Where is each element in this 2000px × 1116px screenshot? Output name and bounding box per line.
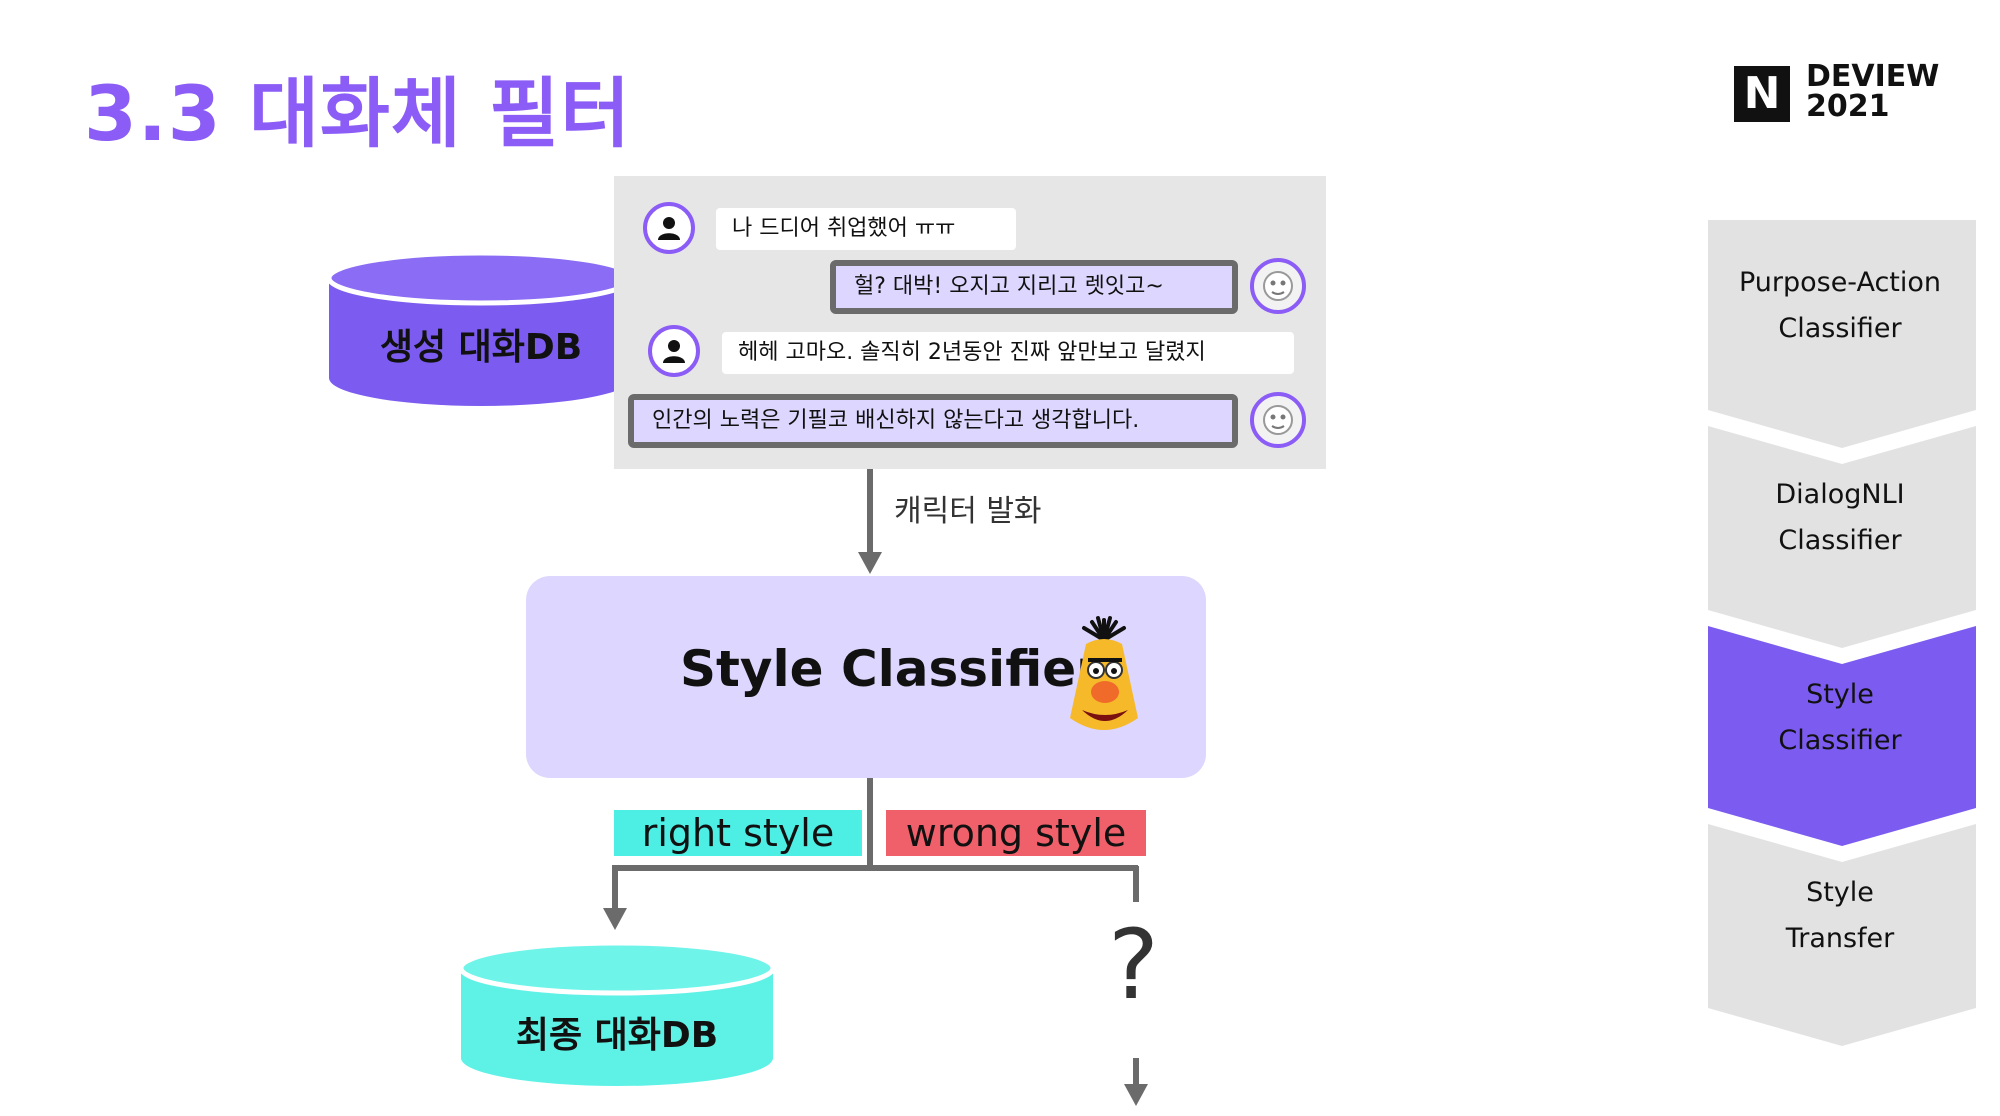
pipeline-step-line: Classifier xyxy=(1778,725,1902,756)
pipeline-step-style-classifier: Style Classifier xyxy=(1706,672,1974,764)
source-db-cylinder xyxy=(326,250,636,410)
pipeline-step-style-transfer: Style Transfer xyxy=(1706,870,1974,962)
pipeline-step-line: Purpose-Action xyxy=(1738,267,1942,298)
slide-title: 3.3 대화체 필터 xyxy=(84,69,632,158)
pipeline-step-line: DialogNLI xyxy=(1775,479,1905,510)
unknown-outcome-mark: ? xyxy=(1108,909,1159,1021)
pipeline-chevrons xyxy=(1708,220,1976,1046)
user-avatar-icon xyxy=(643,202,695,254)
chat-message-bot: 인간의 노력은 기필코 배신하지 않는다고 생각합니다. xyxy=(628,394,1238,448)
final-db-label: 최종 대화DB xyxy=(515,1015,719,1056)
arrow-label-character-utterance: 캐릭터 발화 xyxy=(894,494,1042,529)
wrong-style-tag: wrong style xyxy=(886,810,1146,856)
bert-character-icon xyxy=(1062,614,1146,748)
pipeline-step-purpose-action: Purpose-Action Classifier xyxy=(1706,260,1974,352)
chat-message-bot: 헐? 대박! 오지고 지리고 렛잇고~ xyxy=(830,260,1238,314)
user-avatar-icon xyxy=(648,325,700,377)
chat-message-user: 헤헤 고마오. 솔직히 2년동안 진짜 앞만보고 달렸지 xyxy=(722,332,1294,374)
final-db-cylinder xyxy=(458,940,776,1090)
pipeline-step-1-shape xyxy=(1708,220,1976,448)
source-db-label: 생성 대화DB xyxy=(379,327,583,368)
pipeline-step-line: Transfer xyxy=(1785,923,1895,954)
chat-message-user: 나 드디어 취업했어 ㅠㅠ xyxy=(716,208,1016,250)
logo-line-2: 2021 xyxy=(1806,89,1890,124)
pipeline-step-4-shape xyxy=(1708,824,1976,1046)
naver-logo-icon: N xyxy=(1734,66,1790,122)
style-classifier-label: Style Classifier xyxy=(680,640,1101,698)
deview-logo-text: DEVIEW 2021 xyxy=(1806,62,1939,122)
pipeline-step-line: Classifier xyxy=(1778,525,1902,556)
pipeline-step-2-shape xyxy=(1708,426,1976,648)
source-db-shape xyxy=(326,250,636,406)
character-avatar-icon xyxy=(1250,392,1306,448)
pipeline-step-line: Classifier xyxy=(1778,313,1902,344)
final-db-shape xyxy=(458,940,776,1086)
right-style-tag: right style xyxy=(614,810,862,856)
character-avatar-icon xyxy=(1250,258,1306,314)
pipeline-step-3-shape xyxy=(1708,626,1976,846)
pipeline-step-line: Style xyxy=(1806,877,1874,908)
pipeline-step-line: Style xyxy=(1806,679,1874,710)
pipeline-step-dialognli: DialogNLI Classifier xyxy=(1706,472,1974,564)
logo-line-1: DEVIEW xyxy=(1806,59,1940,94)
